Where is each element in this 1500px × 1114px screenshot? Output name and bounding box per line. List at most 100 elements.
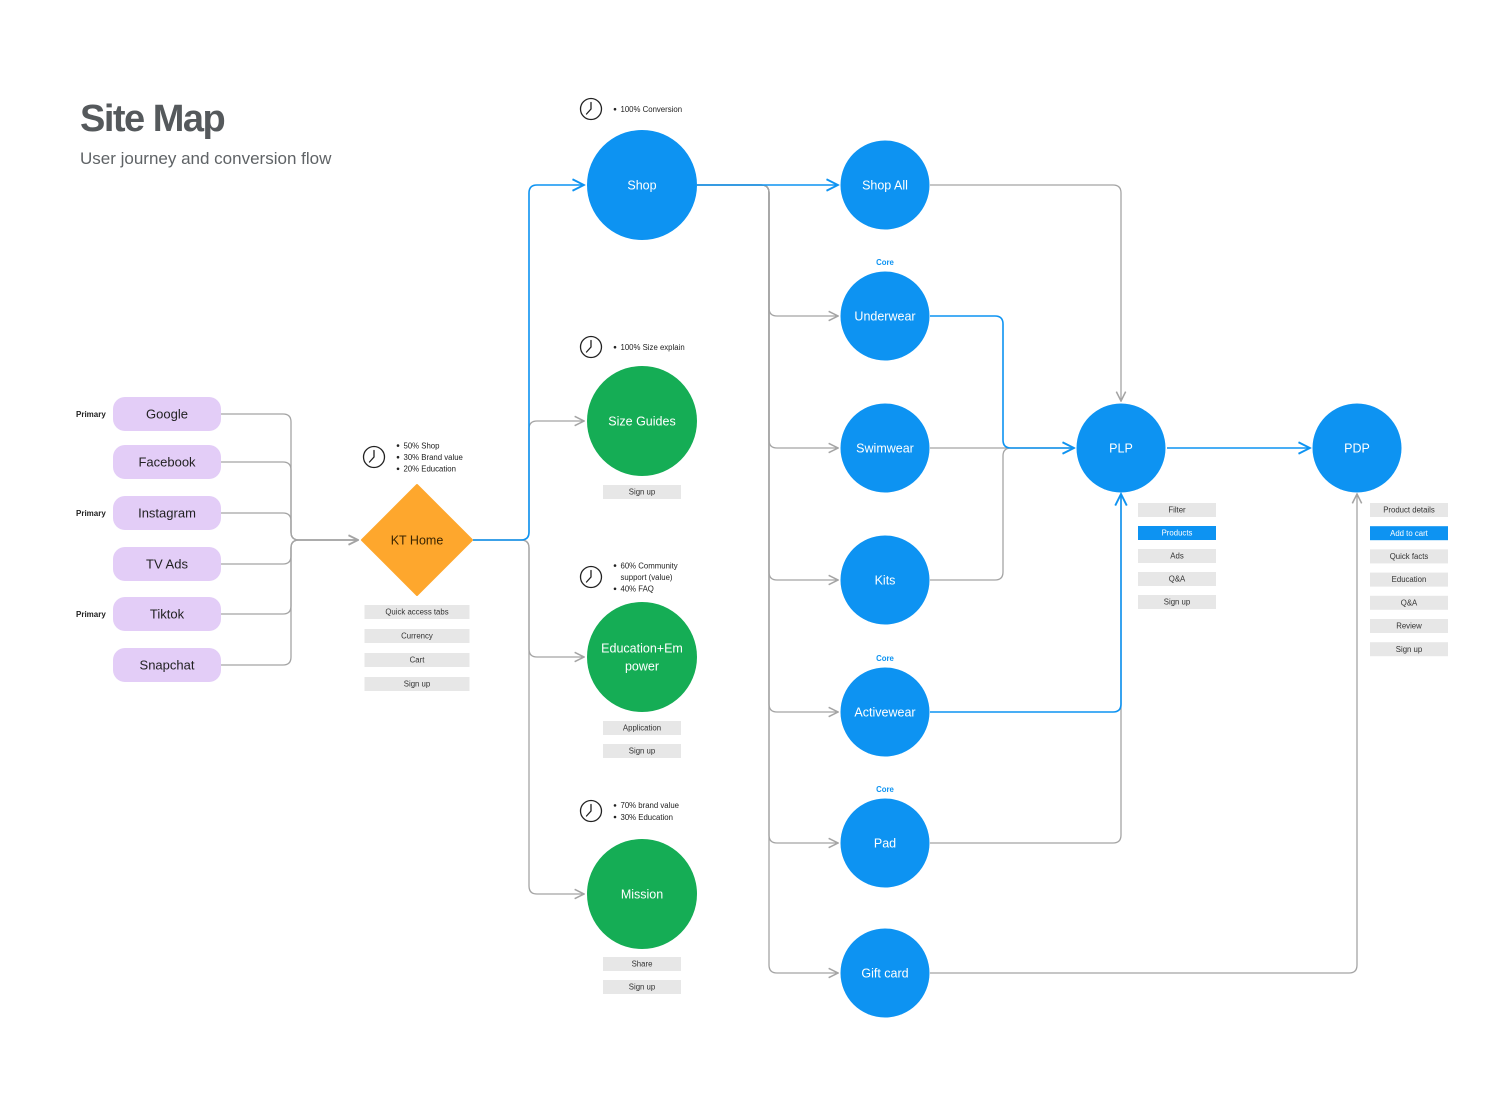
node-label: Kits xyxy=(875,574,896,588)
note-text: support (value) xyxy=(621,573,673,582)
chip-sign-up[interactable]: Sign up xyxy=(603,980,681,994)
chips-size-guides: Sign up xyxy=(603,485,681,499)
node-education[interactable]: Education+Em power xyxy=(587,602,697,712)
source-label: Instagram xyxy=(138,506,196,521)
edge-shop-to-kits xyxy=(697,184,838,580)
edge-facebook-to-kt-home xyxy=(221,461,358,540)
source-label: Tiktok xyxy=(150,607,185,622)
source-instagram[interactable]: Instagram Primary xyxy=(76,496,221,530)
note-text: 30% Education xyxy=(621,813,673,822)
chip-q-a[interactable]: Q&A xyxy=(1138,572,1216,586)
note-text: 30% Brand value xyxy=(404,453,463,462)
edge-snapchat-to-kt-home xyxy=(221,540,358,666)
chip-label: Sign up xyxy=(629,747,656,756)
source-label: TV Ads xyxy=(146,557,188,572)
clock-icon xyxy=(362,445,386,469)
node-label: KT Home xyxy=(391,534,444,548)
node-label: PDP xyxy=(1344,442,1370,456)
core-tag: Core xyxy=(876,258,894,267)
chip-sign-up[interactable]: Sign up xyxy=(1370,642,1448,657)
chip-currency[interactable]: Currency xyxy=(364,629,470,643)
node-label: Underwear xyxy=(854,310,915,324)
chip-share[interactable]: Share xyxy=(603,957,681,971)
chip-quick-access-tabs[interactable]: Quick access tabs xyxy=(364,605,470,619)
node-label: Gift card xyxy=(861,967,908,981)
node-kits[interactable]: Kits xyxy=(840,535,930,625)
edge-pad-to-plp xyxy=(930,494,1121,844)
chip-label: Quick access tabs xyxy=(385,608,448,617)
chip-label: Sign up xyxy=(1164,598,1191,607)
node-gift-card[interactable]: Gift card xyxy=(840,928,930,1018)
source-tvads[interactable]: TV Ads xyxy=(113,547,221,581)
edge-tiktok-to-kt-home xyxy=(221,540,358,615)
node-plp[interactable]: PLP xyxy=(1076,403,1166,493)
page-subtitle: User journey and conversion flow xyxy=(80,149,332,168)
node-kt-home[interactable]: KT Home xyxy=(361,484,473,596)
node-shop-all[interactable]: Shop All xyxy=(840,140,930,230)
node-swimwear[interactable]: Swimwear xyxy=(840,403,930,493)
edge-tvads-to-kt-home xyxy=(221,540,358,565)
node-shop[interactable]: Shop xyxy=(587,130,697,240)
chip-sign-up[interactable]: Sign up xyxy=(603,485,681,499)
chip-filter[interactable]: Filter xyxy=(1138,503,1216,517)
note-text: 70% brand value xyxy=(621,801,680,810)
page-title: Site Map xyxy=(80,98,226,140)
chip-add-to-cart[interactable]: Add to cart xyxy=(1370,526,1448,541)
node-label: Activewear xyxy=(854,706,915,720)
source-snapchat[interactable]: Snapchat xyxy=(113,648,221,682)
chip-q-a[interactable]: Q&A xyxy=(1370,595,1448,610)
chip-label: Quick facts xyxy=(1390,552,1429,561)
notes-education: 60% Community support (value) 40% FAQ xyxy=(579,561,678,594)
chip-cart[interactable]: Cart xyxy=(364,653,470,667)
core-tag: Core xyxy=(876,785,894,794)
node-mission[interactable]: Mission xyxy=(587,839,697,949)
chip-label: Q&A xyxy=(1169,575,1186,584)
chip-products[interactable]: Products xyxy=(1138,526,1216,540)
node-label: Pad xyxy=(874,837,896,851)
chip-label: Currency xyxy=(401,632,433,641)
edge-kt-home-to-shop xyxy=(473,185,584,541)
chip-label: Sign up xyxy=(404,680,431,689)
edge-activewear-to-plp xyxy=(930,494,1121,713)
chip-education[interactable]: Education xyxy=(1370,572,1448,587)
chip-sign-up[interactable]: Sign up xyxy=(364,677,470,691)
chip-label: Add to cart xyxy=(1390,529,1429,538)
source-label: Facebook xyxy=(138,455,196,470)
note-text: 100% Size explain xyxy=(621,343,685,352)
chip-application[interactable]: Application xyxy=(603,721,681,735)
chip-review[interactable]: Review xyxy=(1370,619,1448,633)
edge-shop-to-pad xyxy=(697,184,838,843)
source-tag: Primary xyxy=(76,509,106,518)
chip-label: Ads xyxy=(1170,552,1184,561)
source-google[interactable]: Google Primary xyxy=(76,397,221,431)
source-tag: Primary xyxy=(76,410,106,419)
node-label: Swimwear xyxy=(856,442,914,456)
chip-sign-up[interactable]: Sign up xyxy=(603,744,681,758)
chip-label: Share xyxy=(632,960,653,969)
node-pad[interactable]: Pad Core xyxy=(840,785,930,888)
clock-icon xyxy=(579,97,603,121)
chip-ads[interactable]: Ads xyxy=(1138,549,1216,563)
source-label: Google xyxy=(146,407,188,422)
chip-sign-up[interactable]: Sign up xyxy=(1138,595,1216,609)
node-pdp[interactable]: PDP xyxy=(1312,403,1402,493)
edge-gift-card-to-pdp xyxy=(930,494,1357,974)
source-label: Snapchat xyxy=(140,658,195,673)
note-text: 40% FAQ xyxy=(621,585,654,594)
note-text: 100% Conversion xyxy=(621,105,683,114)
node-size-guides[interactable]: Size Guides xyxy=(587,366,697,476)
chip-product-details[interactable]: Product details xyxy=(1370,503,1448,517)
edge-google-to-kt-home xyxy=(221,413,358,540)
clock-icon xyxy=(579,335,603,359)
node-underwear[interactable]: Underwear Core xyxy=(840,258,930,361)
source-facebook[interactable]: Facebook xyxy=(113,445,221,479)
chip-label: Education xyxy=(1392,575,1427,584)
node-label: Mission xyxy=(621,888,663,902)
note-text: 60% Community xyxy=(621,561,678,570)
chip-quick-facts[interactable]: Quick facts xyxy=(1370,549,1448,564)
